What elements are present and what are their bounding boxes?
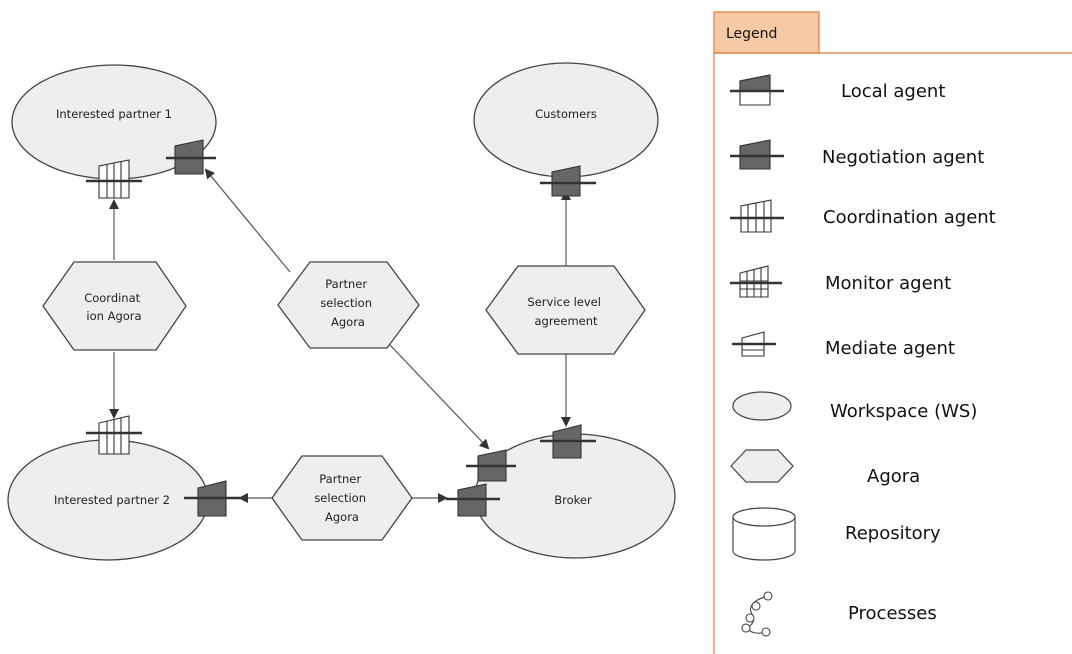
local-agent-icon xyxy=(730,74,784,106)
repository-icon xyxy=(732,507,796,561)
legend-label-coordination-agent: Coordination agent xyxy=(823,207,996,228)
agora-service-level-label: Service level agreement xyxy=(527,295,604,328)
workspace-partner1: Interested partner 1 xyxy=(11,64,217,180)
negotiation-agent-icon xyxy=(166,139,216,175)
agora-partner-selection-bottom-label: Partner selection Agora xyxy=(314,472,369,524)
mediate-agent-icon xyxy=(732,331,776,357)
workspace-partner2: Interested partner 2 xyxy=(7,439,209,561)
legend-label-agora: Agora xyxy=(867,466,920,487)
workspace-partner1-label: Interested partner 1 xyxy=(56,107,172,121)
connectors xyxy=(109,168,571,503)
agora-partner-selection-top: Partner selection Agora xyxy=(277,261,420,349)
agora-service-level: Service level agreement xyxy=(485,265,646,355)
legend-label-workspace: Workspace (WS) xyxy=(830,401,977,422)
workspace-customers: Customers xyxy=(473,62,659,178)
legend-tab xyxy=(713,11,820,54)
negotiation-agent-icon xyxy=(540,165,596,197)
coordination-agent-icon xyxy=(86,159,142,199)
workspace-customers-label: Customers xyxy=(535,107,597,121)
negotiation-agent-icon xyxy=(730,139,784,170)
workspace-broker: Broker xyxy=(474,433,676,559)
legend-label-monitor-agent: Monitor agent xyxy=(825,273,951,294)
legend-label-local-agent: Local agent xyxy=(841,81,945,102)
negotiation-agent-icon xyxy=(446,483,500,517)
legend: Legend Local agent Negotiation agent Coo… xyxy=(713,11,1072,654)
legend-label-negotiation-agent: Negotiation agent xyxy=(822,147,984,168)
agora-coordination: Coordinat ion Agora xyxy=(42,261,187,351)
workspace-partner2-label: Interested partner 2 xyxy=(54,493,170,507)
agora-partner-selection-top-label: Partner selection Agora xyxy=(320,277,375,329)
monitor-agent-icon xyxy=(730,265,782,298)
legend-label-repository: Repository xyxy=(845,523,941,544)
negotiation-agent-icon xyxy=(184,480,240,517)
coordination-agent-icon xyxy=(730,199,784,233)
workspace-broker-label: Broker xyxy=(554,493,592,507)
workspace-icon xyxy=(732,391,792,421)
legend-label-mediate-agent: Mediate agent xyxy=(825,338,955,359)
agora-icon xyxy=(730,449,794,483)
agora-coordination-label: Coordinat ion Agora xyxy=(84,291,144,323)
legend-title: Legend xyxy=(726,26,777,42)
arrow-partner-selection-to-broker xyxy=(389,344,490,450)
negotiation-agent-icon xyxy=(540,424,596,459)
agora-partner-selection-bottom: Partner selection Agora xyxy=(271,455,413,541)
arrow-partner-selection-to-partner1 xyxy=(204,168,291,273)
processes-icon xyxy=(741,591,773,637)
legend-label-processes: Processes xyxy=(848,603,937,624)
coordination-agent-icon xyxy=(86,415,142,455)
negotiation-agent-icon xyxy=(466,449,516,482)
